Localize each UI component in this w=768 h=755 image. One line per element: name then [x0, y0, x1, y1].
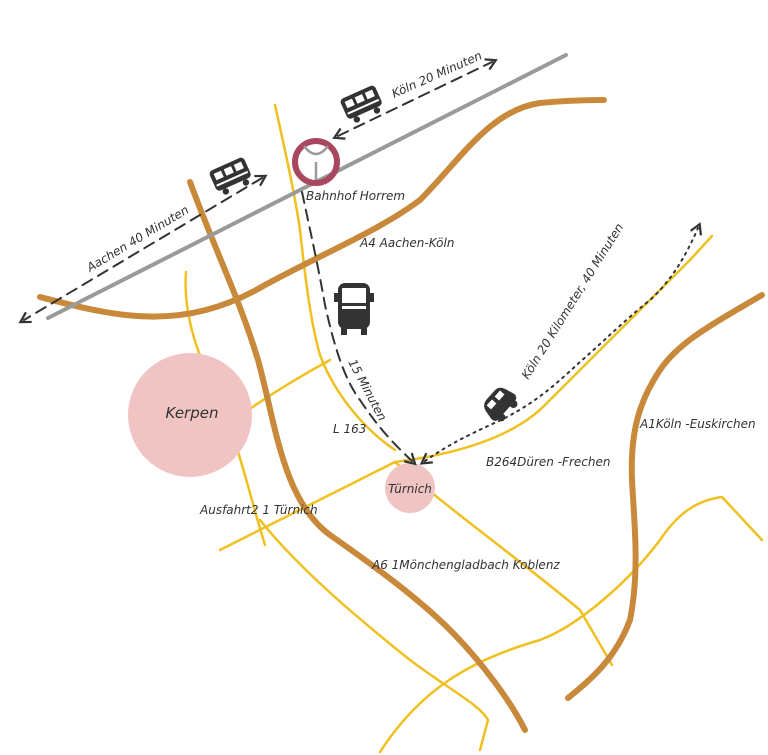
station-marker — [292, 138, 340, 186]
b264-label: B264Düren -Frechen — [486, 455, 610, 469]
a61-label: A6 1Mönchengladbach Koblenz — [371, 558, 560, 572]
l163-label: L 163 — [333, 422, 366, 436]
railway — [46, 53, 568, 320]
tuernich-area — [385, 463, 435, 513]
bus-time-label: 15 Minuten — [345, 357, 389, 423]
kerpen-label: Kerpen — [166, 404, 219, 422]
route-arrows — [18, 58, 703, 466]
car-route-label: Köln 20 Kilometer, 40 Minuten — [519, 221, 627, 382]
kerpen-area — [128, 353, 252, 477]
ausfahrt-label: Ausfahrt2 1 Türnich — [199, 503, 318, 517]
train-icon — [339, 84, 386, 126]
aachen-route-label: Aachen 40 Minuten — [83, 203, 191, 275]
tuernich-label: Türnich — [388, 482, 432, 496]
route-train-aachen — [18, 174, 268, 324]
road-east-south — [378, 495, 764, 754]
a1-label: A1Köln -Euskirchen — [639, 417, 756, 431]
bus-icon — [334, 283, 374, 335]
station-label: Bahnhof Horrem — [306, 189, 405, 203]
car-icon — [484, 387, 518, 422]
route-bus — [301, 191, 417, 466]
a4-label: A4 Aachen-Köln — [359, 236, 454, 250]
road-ausfahrt — [218, 460, 397, 552]
koeln-route-label: Köln 20 Minuten — [390, 48, 485, 100]
road-long-south — [258, 518, 490, 752]
train-icon — [208, 156, 255, 198]
route-car — [419, 222, 703, 465]
road-l163 — [273, 103, 397, 452]
route-train-koeln — [332, 58, 498, 140]
